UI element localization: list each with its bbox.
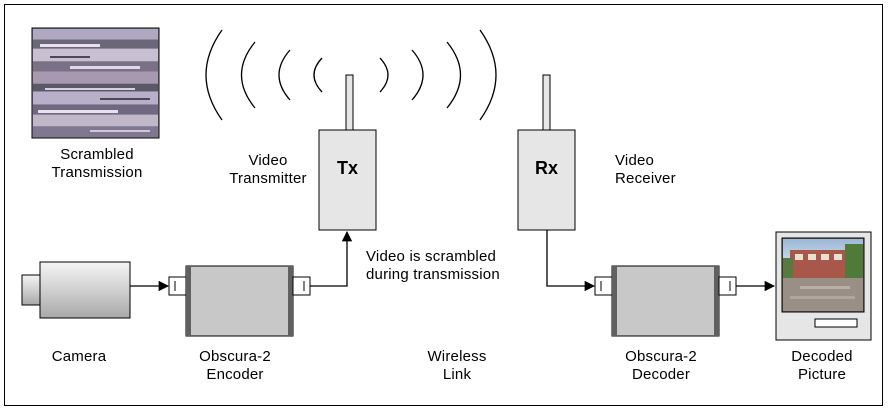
encoder-unit (168, 265, 311, 337)
label-video-receiver: Video Receiver (615, 152, 705, 188)
label-line: Video is scrambled (366, 248, 497, 265)
label-decoder: Obscura-2 Decoder (606, 348, 716, 384)
transmitter-unit (318, 74, 377, 231)
tx-label: Tx (336, 158, 358, 178)
label-scrambled-transmission: Scrambled Transmission (42, 146, 152, 182)
label-line: Video (248, 152, 288, 169)
label-line: Obscura-2 (199, 348, 271, 365)
label-line: Link (442, 366, 472, 383)
label-line: Receiver (615, 170, 676, 187)
label-video-transmitter: Video Transmitter (218, 152, 318, 188)
receiver-unit (517, 74, 576, 231)
label-line: Picture (797, 366, 847, 383)
label-line: Decoded (791, 348, 853, 365)
label-line: Transmitter (229, 170, 307, 187)
label-line: Video (615, 152, 655, 169)
monitor-icon (775, 231, 872, 341)
label-line: Obscura-2 (625, 348, 697, 365)
label-line: Transmission (51, 164, 143, 181)
label-line: Scrambled (60, 146, 134, 163)
scrambled-image (31, 27, 160, 139)
label-camera: Camera (51, 348, 107, 365)
decoder-unit (594, 265, 737, 337)
receiver-to-decoder-arrow (546, 230, 596, 292)
label-decoded-picture: Decoded Picture (772, 348, 872, 384)
radio-waves-icon (205, 29, 497, 121)
rx-label: Rx (534, 158, 558, 178)
label-line: Encoder (206, 366, 264, 383)
encoder-to-transmitter-arrow (310, 230, 353, 287)
label-scramble-note: Video is scrambled during transmission (366, 248, 546, 284)
label-line: Wireless (427, 348, 487, 365)
label-line: during transmission (366, 266, 500, 283)
label-wireless-link: Wireless Link (412, 348, 502, 384)
camera-icon (21, 261, 131, 319)
label-encoder: Obscura-2 Encoder (180, 348, 290, 384)
label-line: Decoder (631, 366, 691, 383)
